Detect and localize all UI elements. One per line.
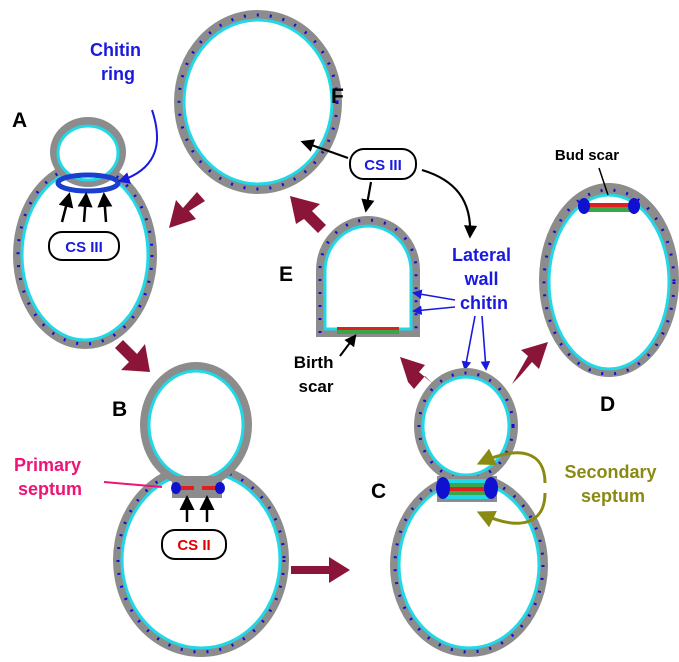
- primary-septum-label: Primary septum: [14, 455, 86, 499]
- cell-d: [539, 183, 679, 377]
- panel-label-f: F: [331, 85, 344, 108]
- cycle-arrow-c-to-d: [512, 342, 548, 384]
- bud-scar-label: Bud scar: [555, 147, 619, 164]
- cell-b: CS II: [113, 362, 289, 657]
- cycle-arrow-b-to-c: [291, 557, 350, 583]
- birth-scar-pointer: [340, 336, 355, 356]
- chitin-ring-label: Chitin ring: [90, 40, 146, 84]
- birth-scar-label: Birth scar: [294, 353, 338, 396]
- cell-c-bud: [414, 368, 518, 484]
- secondary-septum-label: Secondary septum: [564, 462, 661, 506]
- cell-c: [390, 368, 548, 657]
- cycle-arrow-a-to-b: [115, 340, 150, 372]
- lateral-wall-chitin-label: Lateral wall chitin: [452, 245, 516, 313]
- panel-label-a: A: [12, 109, 27, 132]
- panel-label-b: B: [112, 398, 127, 421]
- cell-e: [316, 216, 420, 337]
- panel-label-e: E: [279, 263, 293, 286]
- cell-a: CS III: [13, 110, 157, 349]
- cell-b-bud: [140, 362, 252, 488]
- panel-label-c: C: [371, 480, 386, 503]
- cs3-label-top: CS III: [364, 157, 402, 174]
- chitin-ring-arrow: [120, 110, 157, 181]
- cycle-arrow-f-to-a: [169, 192, 205, 228]
- cs3-label-a: CS III: [65, 239, 103, 256]
- cycle-arrow-e-to-f: [290, 196, 326, 233]
- cycle-arrow-c-to-e: [400, 357, 433, 389]
- cs2-label: CS II: [177, 537, 210, 554]
- cell-f: [174, 10, 342, 194]
- birth-scar: [337, 327, 399, 330]
- secondary-septum: [436, 476, 498, 502]
- panel-label-d: D: [600, 393, 615, 416]
